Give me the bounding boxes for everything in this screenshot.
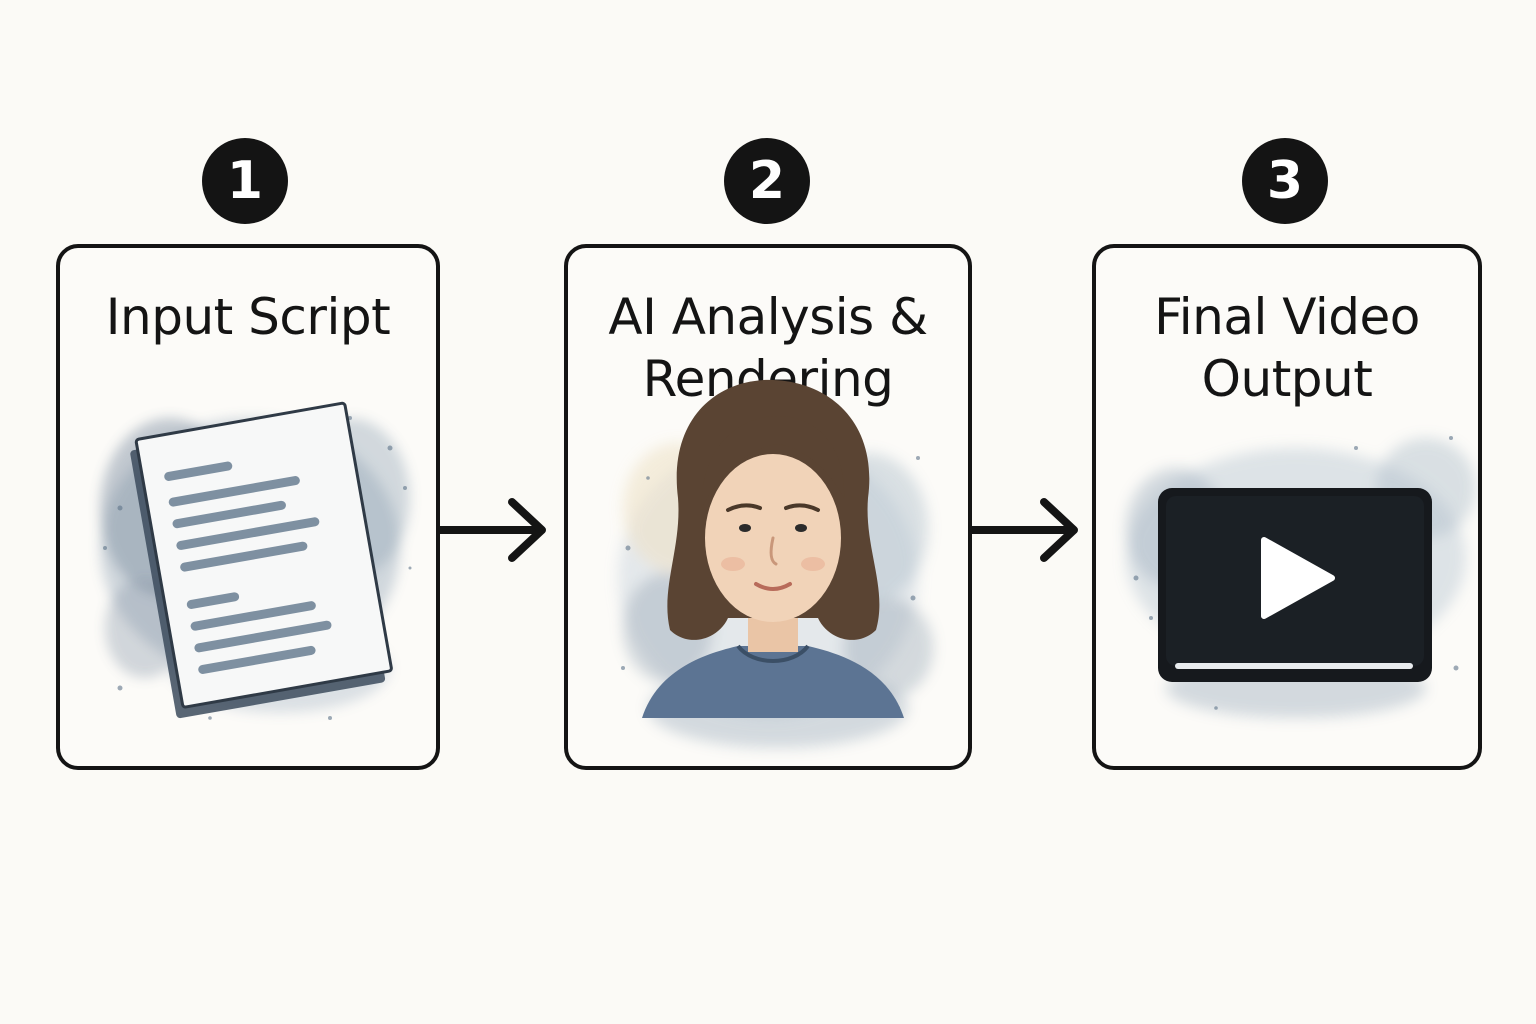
- step-2-card: AI Analysis & Rendering: [564, 244, 972, 770]
- step-3-title-line-2: Output: [1201, 350, 1373, 408]
- step-3-title-line-1: Final Video: [1154, 288, 1420, 346]
- script-document-icon: [100, 401, 412, 720]
- person-portrait-icon: [618, 379, 933, 748]
- step-3-badge: 3: [1242, 138, 1328, 224]
- arrow-right-icon: [440, 498, 546, 562]
- video-player-icon: [1126, 436, 1476, 718]
- step-1-title: Input Script: [105, 288, 391, 346]
- step-1-card: Input Script: [56, 244, 440, 770]
- arrow-right-icon: [972, 498, 1078, 562]
- step-3-card: Final Video Output: [1092, 244, 1482, 770]
- step-1-badge: 1: [202, 138, 288, 224]
- step-2-badge: 2: [724, 138, 810, 224]
- step-2-title-line-1: AI Analysis &: [608, 288, 928, 346]
